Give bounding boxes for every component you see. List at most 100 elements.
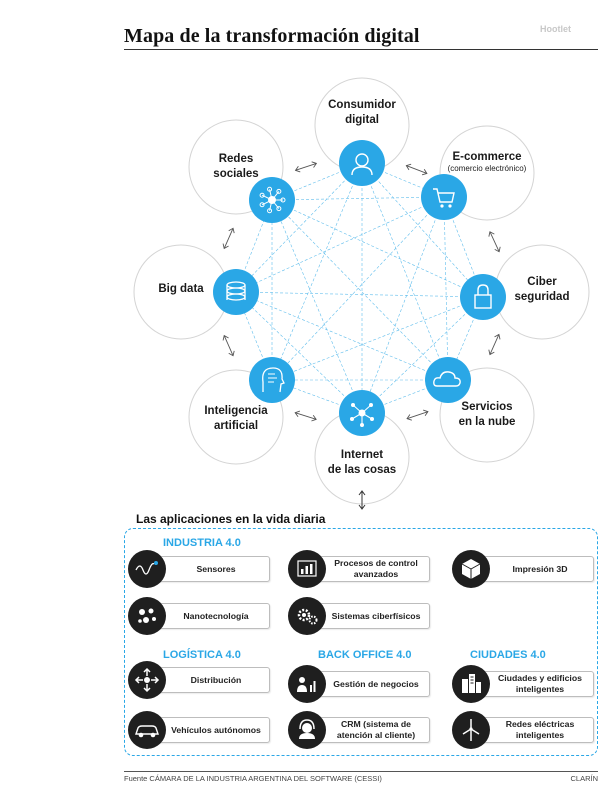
- footer-divider: [124, 771, 598, 772]
- watermark: Hootlet: [540, 24, 571, 34]
- cloud-icon: [425, 357, 471, 403]
- section-ciudades: CIUDADES 4.0: [470, 649, 546, 661]
- control-chart-icon: [288, 550, 326, 588]
- app-procesos-label: Procesos de control avanzados: [304, 556, 430, 582]
- sensor-wave-icon: [128, 550, 166, 588]
- node-iot-label-2: de las cosas: [328, 464, 396, 476]
- connection-line: [361, 196, 445, 414]
- arrow-head: [423, 409, 429, 417]
- app-redes-electricas: Redes eléctricas inteligentes: [452, 711, 594, 749]
- arrow-head: [406, 414, 412, 421]
- arrow-head: [488, 231, 495, 237]
- node-ecommerce-sub: (comercio electrónico): [448, 164, 527, 173]
- connection-line: [235, 291, 449, 381]
- app-sistemas: Sistemas ciberfísicos: [288, 597, 430, 635]
- connection-line: [235, 162, 363, 293]
- wind-turbine-icon: [452, 711, 490, 749]
- connection-line: [271, 196, 445, 201]
- connection-line: [271, 199, 449, 381]
- app-sensores: Sensores: [128, 550, 270, 588]
- connection-line: [361, 296, 484, 414]
- arrow-head: [421, 169, 428, 176]
- node-ia-label-1: Inteligencia: [204, 405, 268, 417]
- connection-line: [361, 162, 449, 381]
- node-nube-label-1: Servicios: [461, 401, 512, 413]
- connection-line: [443, 196, 449, 381]
- cube-icon: [452, 550, 490, 588]
- cycle-arrow: [223, 335, 234, 356]
- arrow-head: [488, 349, 495, 356]
- app-gestion: Gestión de negocios: [288, 665, 430, 703]
- app-procesos: Procesos de control avanzados: [288, 550, 430, 588]
- section-logistica: LOGÍSTICA 4.0: [163, 649, 241, 661]
- cycle-arrow: [223, 228, 234, 249]
- connection-line: [235, 196, 445, 293]
- connection-line: [361, 162, 484, 298]
- connection-line: [235, 291, 363, 414]
- arrow-head: [311, 161, 318, 168]
- node-ciber-label-2: seguridad: [515, 291, 570, 303]
- connection-line: [271, 162, 363, 381]
- node-iot-label-1: Internet: [341, 449, 383, 461]
- arrow-head: [228, 227, 235, 234]
- person-icon: [339, 140, 385, 186]
- node-ecommerce-label: E-commerce: [452, 151, 521, 163]
- app-gestion-label: Gestión de negocios: [304, 671, 430, 697]
- apps-title: Las aplicaciones en la vida diaria: [136, 512, 326, 526]
- cycle-arrow: [489, 334, 500, 355]
- shopping-cart-icon: [421, 174, 467, 220]
- arrow-head: [294, 165, 301, 173]
- app-vehiculos: Vehículos autónomos: [128, 711, 270, 749]
- connection-line: [271, 196, 445, 381]
- padlock-icon: [460, 274, 506, 320]
- connector-arrow: [358, 490, 366, 510]
- node-consumidor-label-2: digital: [345, 114, 379, 126]
- cycle-arrow: [406, 411, 429, 420]
- node-circles: [133, 77, 590, 505]
- section-industria: INDUSTRIA 4.0: [163, 537, 241, 549]
- ai-head-icon: [249, 357, 295, 403]
- node-ciber-label-1: Ciber: [527, 276, 557, 288]
- database-icon: [213, 269, 259, 315]
- arrow-head: [405, 163, 412, 171]
- arrow-head: [494, 246, 501, 253]
- buildings-icon: [452, 665, 490, 703]
- connection-line: [235, 291, 484, 298]
- node-nube-label-2: en la nube: [459, 416, 516, 428]
- arrow-head: [294, 410, 301, 418]
- arrow-head: [222, 334, 229, 341]
- node-consumidor-label-1: Consumidor: [328, 99, 396, 111]
- page-title: Mapa de la transformación digital: [124, 25, 420, 47]
- node-redes-label-2: sociales: [213, 168, 258, 180]
- headset-icon: [288, 711, 326, 749]
- gears-icon: [288, 597, 326, 635]
- app-crm-label: CRM (sistema de atención al cliente): [304, 717, 430, 743]
- app-vehiculos-label: Vehículos autónomos: [144, 717, 270, 743]
- connection-line: [271, 296, 484, 381]
- node-redes-label-1: Redes: [219, 153, 254, 165]
- arrow-head: [494, 333, 501, 340]
- car-icon: [128, 711, 166, 749]
- node-ia-label-2: artificial: [214, 420, 258, 432]
- app-crm: CRM (sistema de atención al cliente): [288, 711, 430, 749]
- node-bigdata-label: Big data: [158, 283, 204, 295]
- app-nanotecnologia: Nanotecnología: [128, 597, 270, 635]
- business-chart-icon: [288, 665, 326, 703]
- cycle-arrow: [295, 412, 317, 420]
- network-nodes-icon: [339, 390, 385, 436]
- nano-particles-icon: [128, 597, 166, 635]
- app-ciudades: Ciudades y edificios inteligentes: [452, 665, 594, 703]
- cycle-arrows: [222, 161, 501, 422]
- title-divider: [124, 49, 598, 50]
- distribution-arrows-icon: [128, 661, 166, 699]
- transformation-diagram: Consumidor digital E-commerce (comercio …: [133, 77, 590, 510]
- source-footer: Fuente CÁMARA DE LA INDUSTRIA ARGENTINA …: [124, 774, 382, 783]
- brand-credit: CLARÍN: [570, 774, 598, 783]
- cycle-arrow: [489, 231, 500, 252]
- arrow-head: [228, 350, 235, 357]
- app-distribucion: Distribución: [128, 661, 270, 699]
- social-network-icon: [249, 177, 295, 223]
- section-backoffice: BACK OFFICE 4.0: [318, 649, 412, 661]
- cycle-arrow: [406, 165, 428, 174]
- cycle-arrow: [295, 162, 317, 171]
